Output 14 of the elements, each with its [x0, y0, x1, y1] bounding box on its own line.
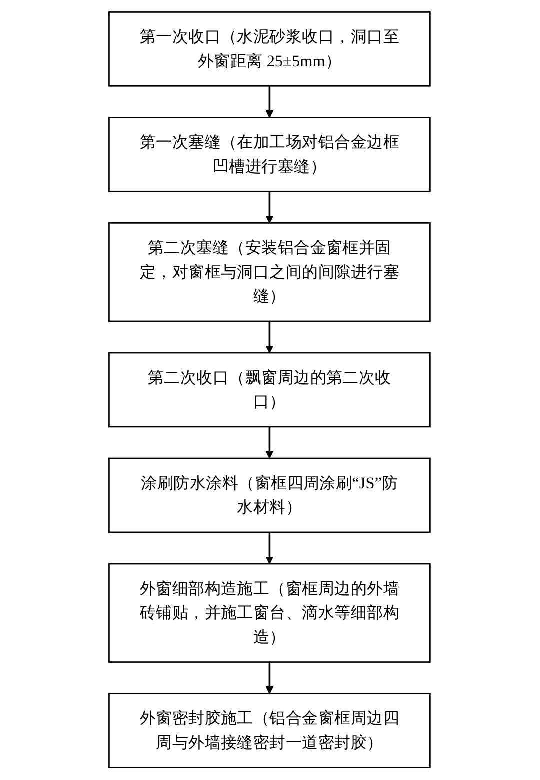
node-box — [108, 117, 432, 192]
node-box — [108, 352, 432, 428]
flowchart: 第一次收口（水泥砂浆收口，洞口至外窗距离 25±5mm） 第一次塞缝（在加工场对铝合金边框凹槽进行塞缝） 第二次塞缝（安装铝合金窗框并固定，对窗框与洞口之间的间隙进行塞缝） 第二次收口（飘窗周边的第二次收口） 涂刷防水涂料（窗框四周涂刷“JS”防水材料） 外窗细部构造施工（窗框周边的外墙砖铺贴，并施工窗台、滴水等细部构造） 外窗密封胶施工（铝合金窗框周边四周与外墙接缝密封一道密封胶） — [102, 5, 438, 775]
arrow — [266, 662, 274, 694]
arrow — [266, 192, 274, 224]
arrow — [266, 86, 274, 118]
node-box — [108, 458, 432, 534]
arrow — [266, 321, 274, 354]
arrow — [266, 426, 274, 459]
node-box — [108, 563, 432, 663]
node-box — [108, 693, 432, 768]
node-box — [108, 222, 432, 322]
node-box — [108, 12, 432, 87]
arrow — [266, 532, 274, 564]
